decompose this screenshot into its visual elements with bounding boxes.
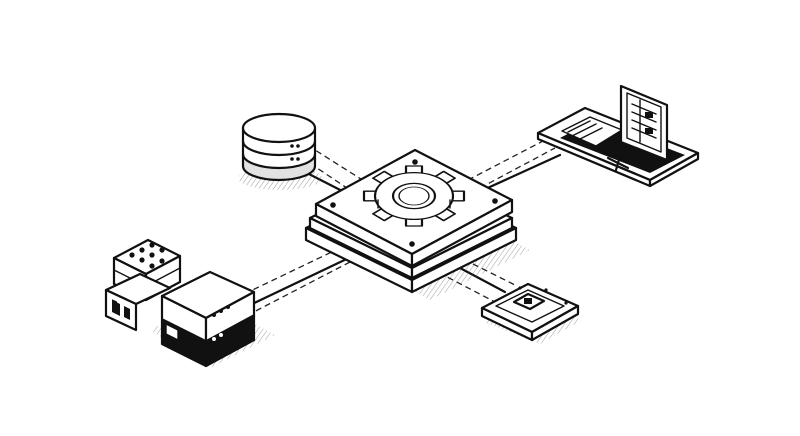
chip-node (480, 282, 582, 344)
server-cluster-node (104, 238, 275, 368)
chip-icon (480, 282, 580, 342)
storage-icon (104, 272, 172, 332)
database-icon (241, 112, 317, 182)
database-node (238, 112, 322, 190)
laptop-node (536, 84, 700, 188)
gear-icon (362, 165, 466, 227)
laptop-icon (536, 84, 700, 188)
connector-hub-servers (239, 247, 357, 316)
server-front-icon (160, 270, 256, 368)
hub-node (304, 148, 530, 300)
